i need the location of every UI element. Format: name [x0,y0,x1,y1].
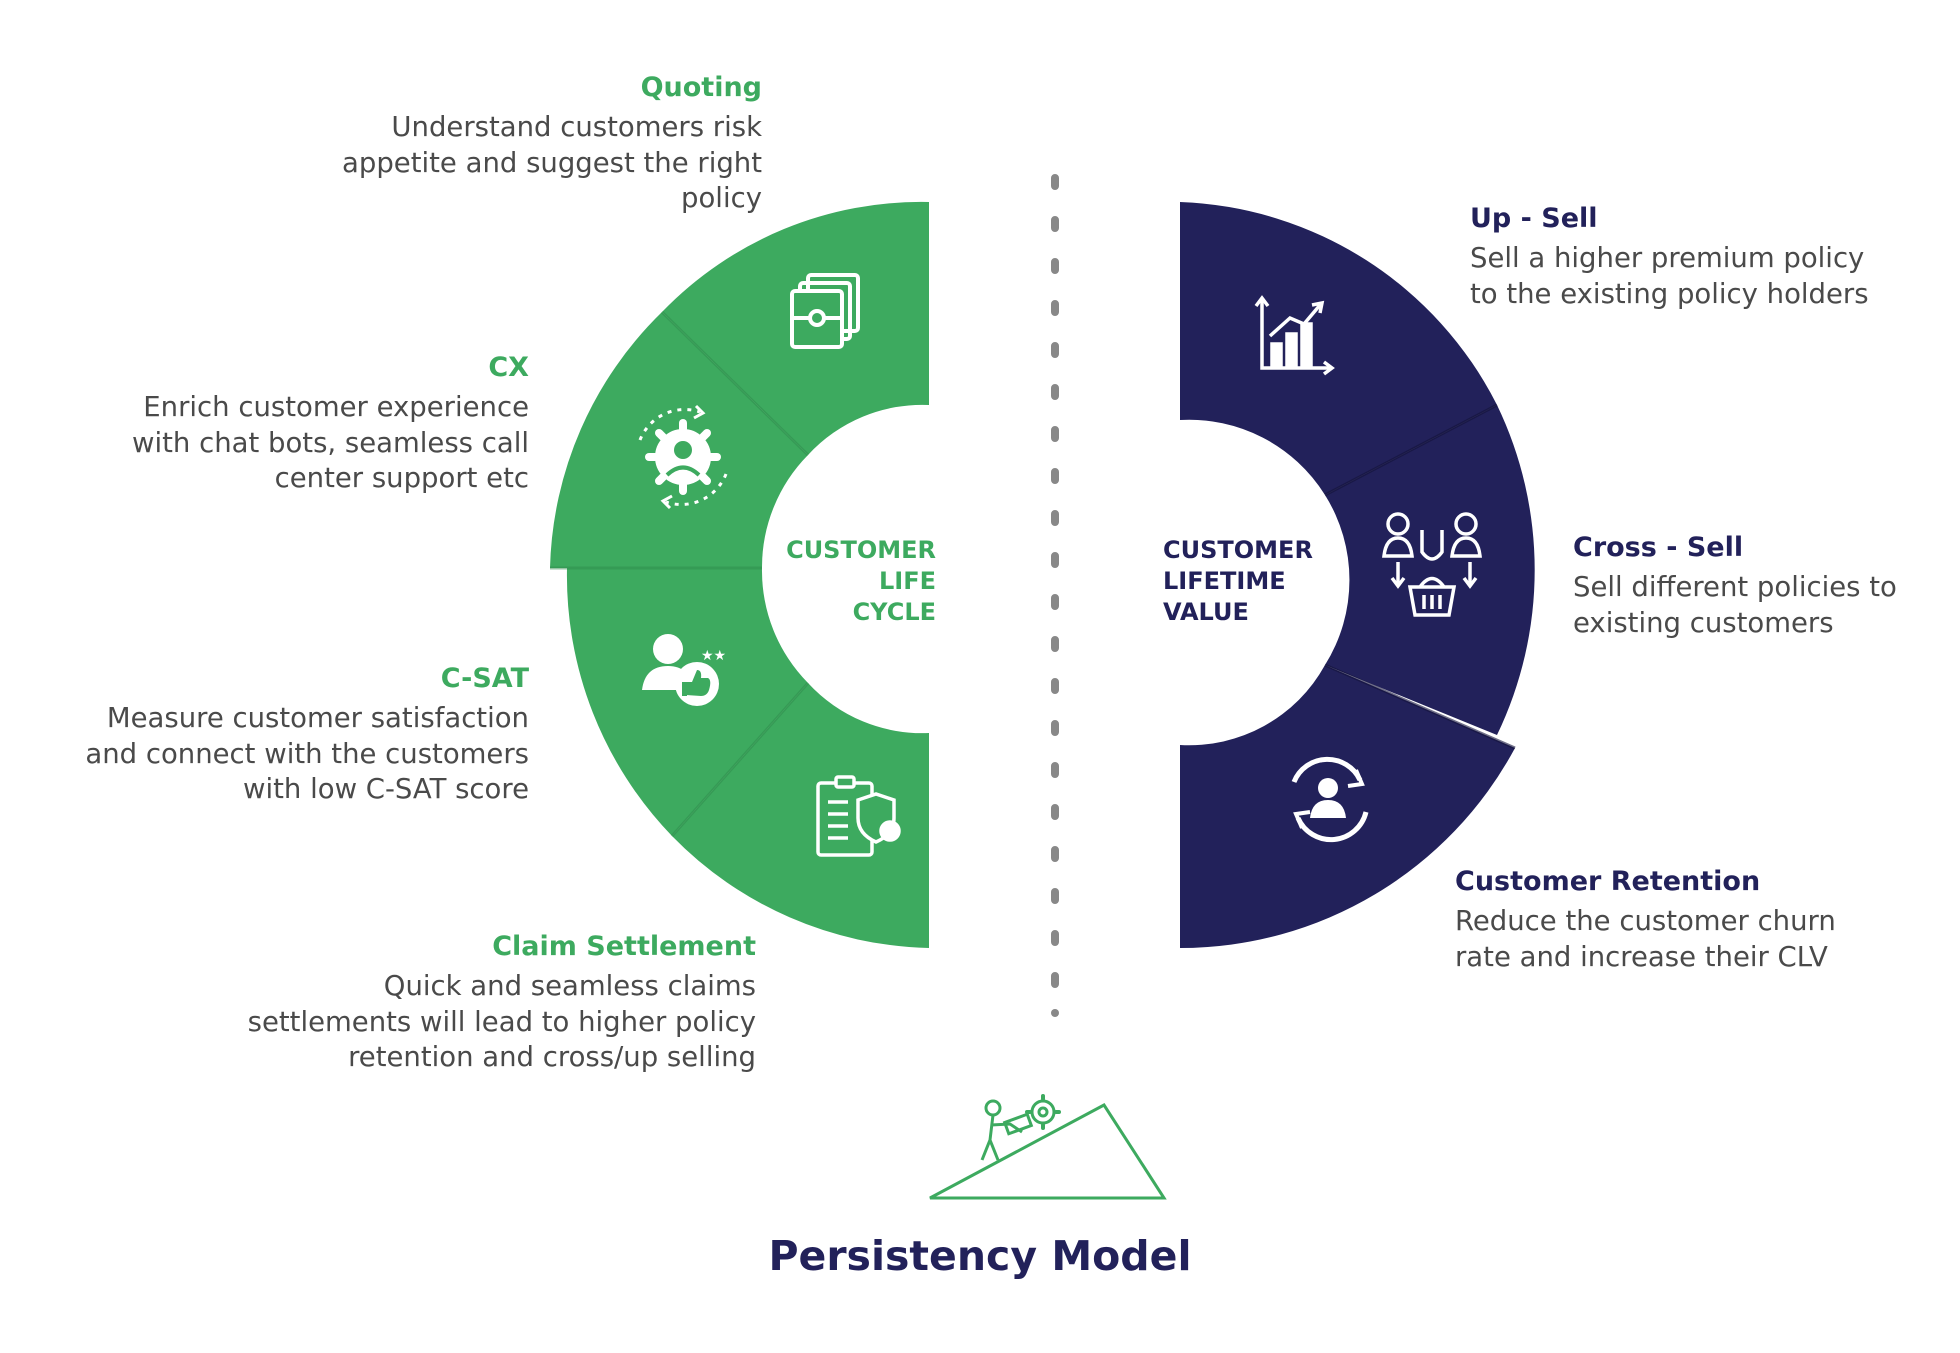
customers-magnet-basket-icon [1382,512,1482,617]
cx-label: CX Enrich customer experience with chat … [40,350,529,497]
clipboard-shield-icon [816,775,901,857]
cross-sell-segment [1325,405,1535,735]
quoting-line: policy [681,182,762,214]
center-line: LIFE [878,567,936,595]
cx-line: center support etc [274,462,529,494]
csat-label: C-SAT Measure customer satisfaction and … [20,661,529,808]
up-sell-title: Up - Sell [1470,203,1598,234]
csat-line: and connect with the customers [85,737,529,770]
person-pushing-gear-uphill-icon [929,1094,1167,1200]
quoting-line: appetite and suggest the right [342,146,762,179]
customer-retention-segment [1180,665,1515,949]
center-line: CUSTOMER [786,536,936,564]
customer-retention-title: Customer Retention [1455,866,1761,897]
claim-settlement-line: settlements will lead to higher policy [247,1005,756,1038]
up-sell-label: Up - Sell Sell a higher premium policy t… [1470,201,1940,312]
claim-settlement-line: Quick and seamless claims [383,970,756,1002]
quoting-label: Quoting Understand customers risk appeti… [240,70,762,217]
csat-line: Measure customer satisfaction [106,702,529,734]
cx-line: Enrich customer experience [143,391,529,423]
quoting-line: Understand customers risk [391,111,762,143]
cx-title: CX [488,352,529,383]
center-line: LIFETIME [1163,567,1286,595]
user-thumbs-up-icon: ★★ [642,634,726,706]
customer-life-cycle-ring [550,201,929,948]
claim-settlement-title: Claim Settlement [492,931,756,962]
customer-lifetime-value-label: CUSTOMER LIFETIME VALUE [1163,535,1353,628]
csat-title: C-SAT [440,663,529,694]
cross-sell-label: Cross - Sell Sell different policies to … [1573,530,1953,641]
customer-retention-line: Reduce the customer churn [1455,905,1836,937]
claim-settlement-label: Claim Settlement Quick and seamless clai… [160,929,756,1076]
center-line: CUSTOMER [1163,536,1313,564]
claim-settlement-segment [672,683,929,948]
cross-sell-line: Sell different policies to [1573,571,1897,603]
up-sell-line: Sell a higher premium policy [1470,242,1865,274]
customer-life-cycle-label: CUSTOMER LIFE CYCLE [760,535,936,628]
document-stack-icon [790,273,860,349]
customer-lifetime-value-ring [1180,202,1535,949]
user-refresh-icon [1291,756,1369,843]
svg-text:★★: ★★ [701,648,726,664]
up-sell-line: to the existing policy holders [1470,277,1869,310]
up-sell-segment [1180,202,1497,495]
center-line: CYCLE [852,598,936,626]
csat-line: with low C-SAT score [243,773,529,805]
cross-sell-title: Cross - Sell [1573,532,1744,563]
persistency-model-title: Persistency Model [768,1232,1192,1280]
customer-retention-line: rate and increase their CLV [1455,940,1828,973]
cx-line: with chat bots, seamless call [132,426,529,459]
center-line: VALUE [1163,598,1249,626]
cross-sell-line: existing customers [1573,606,1834,639]
customer-retention-label: Customer Retention Reduce the customer c… [1455,864,1915,975]
support-agent-gear-icon [638,404,728,510]
claim-settlement-line: retention and cross/up selling [348,1041,756,1073]
quoting-title: Quoting [640,72,762,103]
bar-chart-growth-icon [1254,295,1335,376]
